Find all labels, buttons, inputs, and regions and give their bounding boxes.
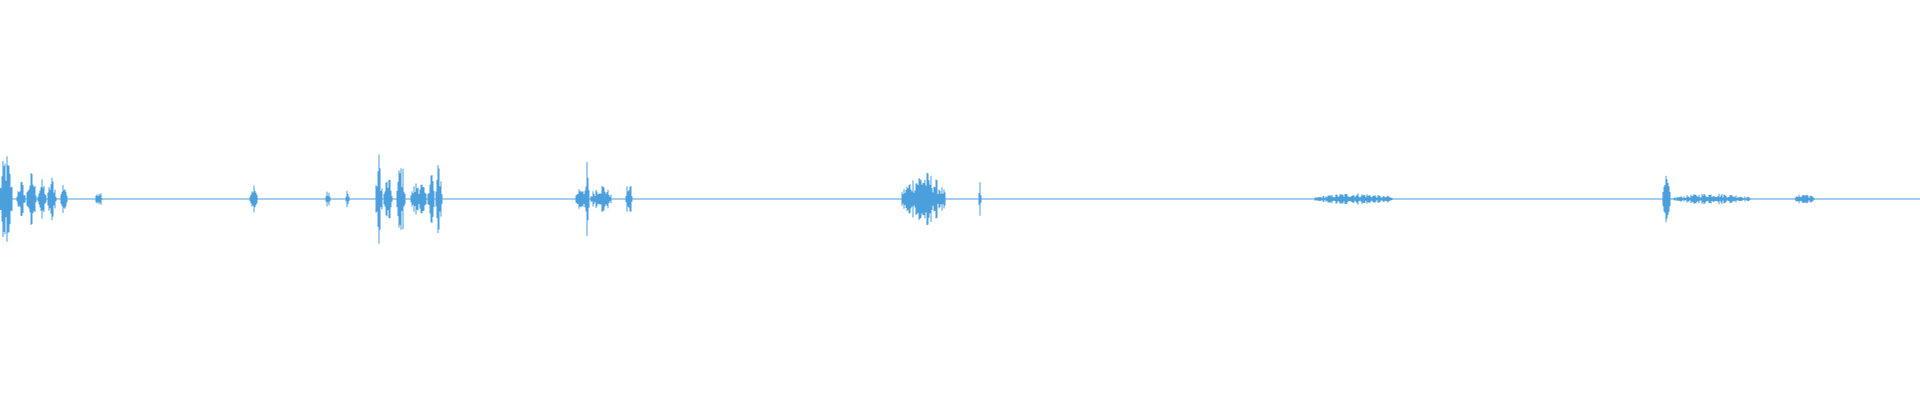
waveform-bursts	[0, 154, 1815, 244]
waveform-burst	[47, 177, 57, 221]
waveform-burst	[1794, 194, 1815, 204]
waveform-burst	[1662, 175, 1671, 223]
waveform-burst	[95, 193, 103, 205]
waveform-burst	[901, 173, 946, 225]
waveform-burst	[345, 190, 350, 208]
waveform-burst	[325, 191, 331, 207]
waveform-burst	[625, 186, 633, 212]
waveform-burst	[1314, 193, 1393, 205]
waveform-burst	[249, 185, 258, 213]
waveform-burst	[60, 185, 68, 213]
waveform-burst	[26, 173, 37, 225]
waveform-burst	[590, 185, 612, 213]
waveform-burst	[37, 179, 47, 219]
waveform-burst	[435, 165, 443, 233]
waveform-burst	[978, 182, 982, 216]
waveform-burst	[383, 179, 393, 219]
waveform-burst	[585, 162, 590, 236]
waveform-burst	[375, 154, 383, 244]
waveform-burst	[1381, 195, 1393, 203]
waveform-burst	[1673, 193, 1752, 205]
waveform-burst	[396, 168, 406, 230]
waveform-burst	[16, 181, 26, 217]
waveform-burst	[410, 183, 427, 215]
waveform-burst	[427, 175, 435, 223]
waveform-burst	[0, 156, 13, 242]
